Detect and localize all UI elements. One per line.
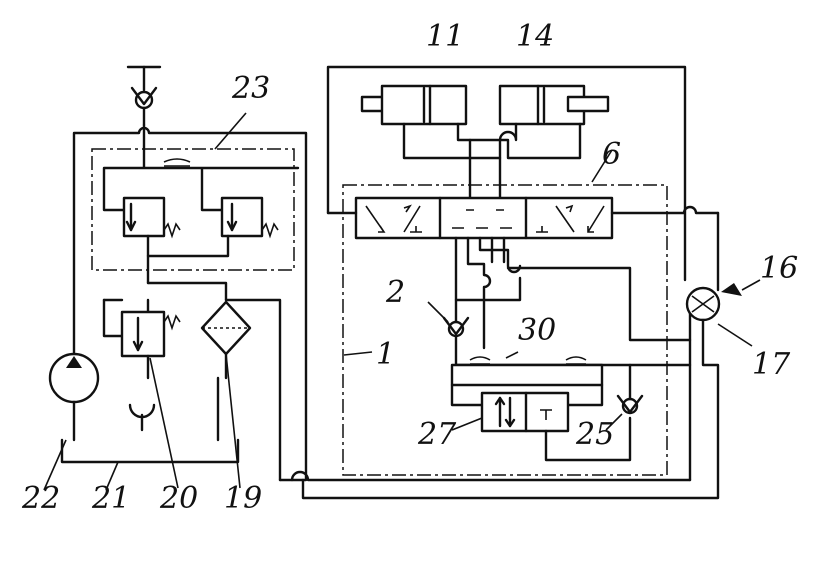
label-11: 11 bbox=[426, 19, 464, 54]
valve-group-23 bbox=[102, 123, 300, 285]
label-22: 22 bbox=[21, 481, 60, 516]
leader-22 bbox=[43, 439, 67, 491]
flow-sensor-16-17 bbox=[301, 211, 761, 500]
label-23: 23 bbox=[231, 71, 270, 106]
valve-group-23-boundary bbox=[91, 148, 295, 271]
label-21: 21 bbox=[91, 481, 130, 516]
relief-valve-20-and-filter-19 bbox=[102, 281, 282, 482]
leader-23 bbox=[214, 112, 247, 150]
check-valve-25 bbox=[605, 363, 644, 431]
lines-below-valve-6 bbox=[427, 236, 692, 367]
leader-1 bbox=[343, 351, 373, 356]
top-check-valve bbox=[126, 65, 162, 127]
label-25: 25 bbox=[575, 417, 614, 452]
label-27: 27 bbox=[417, 417, 457, 452]
outer-return-line bbox=[326, 65, 692, 482]
label-16: 16 bbox=[760, 251, 798, 286]
label-1: 1 bbox=[376, 337, 395, 372]
label-17: 17 bbox=[752, 347, 791, 382]
leader-20 bbox=[149, 357, 179, 489]
label-14: 14 bbox=[516, 19, 554, 54]
leader-19 bbox=[225, 353, 241, 489]
label-2: 2 bbox=[385, 275, 405, 310]
label-6: 6 bbox=[602, 137, 621, 172]
pump-22 bbox=[48, 352, 100, 442]
directional-valve-6 bbox=[326, 149, 720, 240]
label-30: 30 bbox=[518, 313, 556, 348]
block-1-boundary bbox=[342, 184, 668, 476]
label-19: 19 bbox=[224, 481, 262, 516]
cylinders-11-14 bbox=[360, 84, 610, 207]
label-20: 20 bbox=[159, 481, 198, 516]
pressure-line bbox=[72, 126, 308, 482]
valve-27 bbox=[450, 351, 632, 462]
leader-21 bbox=[105, 461, 119, 491]
